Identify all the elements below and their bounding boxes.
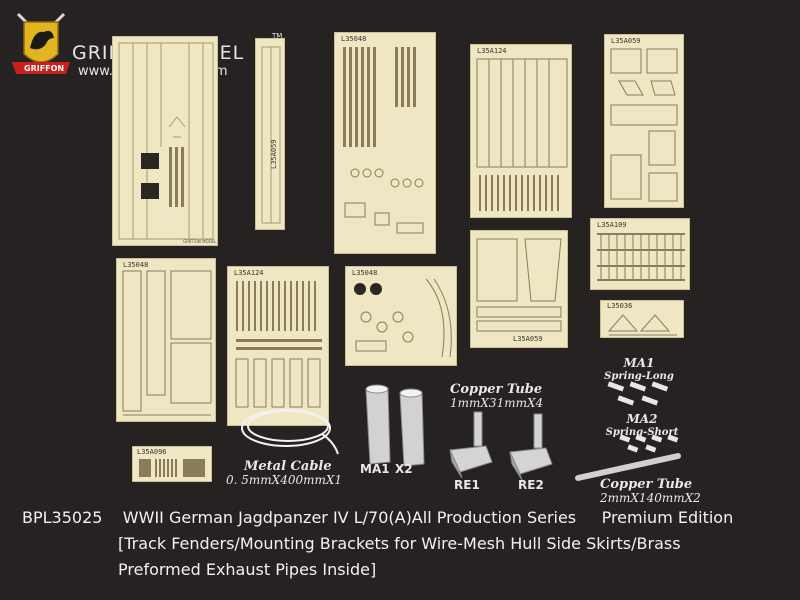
fret-2-code: L35A059	[270, 139, 278, 169]
fret-5-code: L35A059	[611, 37, 641, 45]
fret-7-code: L35A124	[234, 269, 264, 277]
exhaust-fitting-re2	[509, 413, 553, 480]
fret-10-parts	[597, 233, 685, 281]
photo-etch-fret-11: L35036	[600, 300, 684, 338]
fret-3-parts	[343, 47, 424, 234]
photo-etch-fret-5: L35A059	[604, 34, 684, 208]
photo-etch-fret-3: L35048	[334, 32, 436, 254]
re1-tag: RE1	[454, 478, 480, 492]
exhaust-fitting-re1	[449, 411, 493, 478]
spring-ma2-sub: Spring-Short	[605, 427, 679, 438]
fret-1-maker: GRIFFON MODEL	[183, 239, 217, 244]
fret-8-parts	[354, 278, 452, 358]
copper-tube-2-size: 2mmX140mmX2	[600, 490, 701, 505]
photo-etch-fret-7: L35A124	[227, 266, 329, 426]
copper-tube-1-title: Copper Tube	[450, 382, 543, 397]
brand-tm: TM	[272, 32, 283, 40]
metal-cable-label: Metal Cable 0. 5mmX400mmX1	[226, 459, 342, 486]
spring-ma1-tag: MA1	[623, 356, 655, 370]
fret-11-code: L35036	[607, 302, 633, 310]
brand-ribbon-text: GRIFFON	[24, 64, 65, 73]
fret-5-parts	[610, 48, 678, 202]
copper-tube-2-title: Copper Tube	[600, 477, 693, 492]
re2-tag: RE2	[518, 478, 544, 492]
metal-cable-size: 0. 5mmX400mmX1	[226, 472, 343, 487]
fret-3-code: L35048	[341, 35, 367, 43]
spring-ma2-label: MA2 Spring-Short	[604, 408, 680, 438]
copper-tube-1-size: 1mmX31mmX4	[450, 395, 544, 410]
fret-6-code: L35048	[123, 261, 149, 269]
fret-6-parts	[122, 270, 212, 416]
spring-ma1-label: MA1 Spring-Long	[604, 352, 674, 382]
griffon-shield-icon	[12, 12, 70, 74]
fret-1-parts	[118, 42, 214, 240]
fret-2-parts	[261, 46, 281, 224]
product-title: WWII German Jagdpanzer IV L/70(A)All Pro…	[122, 508, 577, 527]
metal-cable-coil	[241, 409, 339, 455]
fret-9-code: L35A059	[513, 335, 543, 343]
x2-tag: X2	[395, 462, 413, 476]
springs-short	[619, 434, 679, 453]
photo-etch-fret-1: GRIFFON MODEL	[112, 36, 218, 246]
ma1-tag: MA1	[360, 462, 390, 476]
product-edition: Premium Edition	[601, 508, 734, 527]
metal-cable-title: Metal Cable	[244, 459, 332, 474]
spring-ma1-sub: Spring-Long	[604, 371, 674, 382]
fret-9-parts	[476, 238, 562, 332]
fret-12-parts	[139, 459, 205, 477]
photo-etch-fret-9: L35A059	[470, 230, 568, 348]
product-description: BPL35025 WWII German Jagdpanzer IV L/70(…	[22, 505, 733, 583]
fret-12-code: L35A096	[137, 448, 167, 456]
fret-4-code: L35A124	[477, 47, 507, 55]
spring-ma2-tag: MA2	[626, 412, 658, 426]
fret-8-code: L35048	[352, 269, 378, 277]
footer-line-2: [Track Fenders/Mounting Brackets for Wir…	[118, 534, 681, 553]
springs-long	[607, 381, 669, 406]
photo-etch-fret-12: L35A096	[132, 446, 212, 482]
copper-tube-2-label: Copper Tube 2mmX140mmX2	[600, 478, 701, 504]
footer-line-1: BPL35025 WWII German Jagdpanzer IV L/70(…	[22, 505, 733, 531]
fret-7-parts	[235, 281, 322, 408]
copper-tube-1-label: Copper Tube 1mmX31mmX4	[450, 383, 543, 409]
fret-11-parts	[607, 314, 677, 336]
photo-etch-fret-4: L35A124	[470, 44, 572, 218]
photo-etch-fret-10: L35A109	[590, 218, 690, 290]
photo-etch-fret-8: L35048	[345, 266, 457, 366]
copper-tube-2	[575, 453, 681, 481]
footer-line-3: Preformed Exhaust Pipes Inside]	[118, 560, 377, 579]
fret-4-parts	[476, 58, 568, 211]
photo-etch-fret-6: L35048	[116, 258, 216, 422]
product-code: BPL35025	[22, 508, 103, 527]
photo-etch-fret-2: L35A059	[255, 38, 285, 230]
exhaust-pipes	[365, 384, 425, 467]
fret-10-code: L35A109	[597, 221, 627, 229]
